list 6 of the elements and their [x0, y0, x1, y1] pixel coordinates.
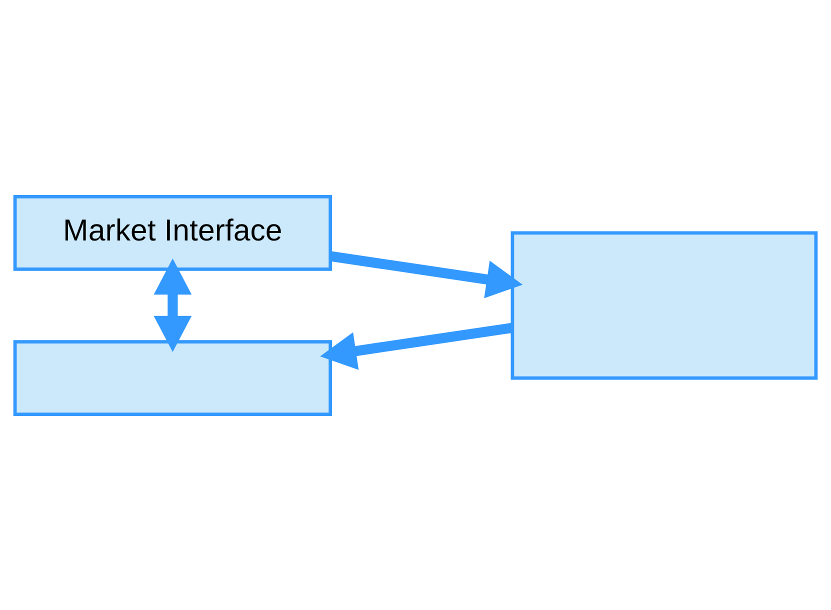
arrow — [320, 322, 513, 370]
node-box — [510, 230, 818, 380]
arrow — [154, 258, 192, 352]
arrow — [330, 250, 523, 298]
node-box: Market Interface — [13, 194, 332, 270]
node-box — [13, 340, 332, 416]
